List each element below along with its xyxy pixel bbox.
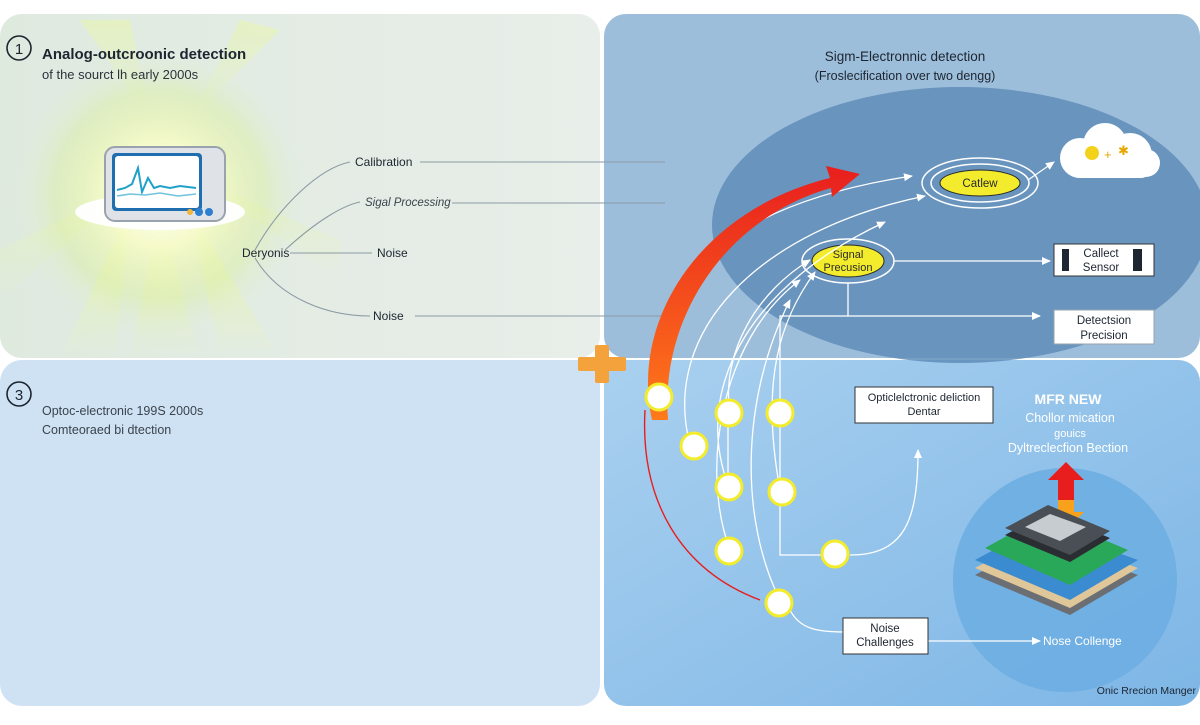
- step-number-circle-3: [6, 381, 32, 407]
- branch-noise-2: Noise: [373, 309, 404, 323]
- top-left-title: Analog-outcroonic detection: [42, 46, 246, 63]
- cloud-icon: + ✱: [1060, 123, 1160, 178]
- yellow-nodes: [644, 382, 850, 618]
- chip-icon: [975, 505, 1138, 615]
- catlew-node: [921, 157, 1039, 209]
- catlew-label: Catlew: [962, 178, 998, 190]
- monitor-icon: [104, 146, 226, 222]
- signal-label-line1: Signal: [833, 249, 864, 261]
- red-thin-curve: [643, 409, 761, 601]
- bottom-right-connectors: [724, 414, 1041, 645]
- top-right-subtitle: (Froslecification over two dengg): [815, 69, 996, 83]
- sensor-left-bar: [1062, 249, 1069, 271]
- branch-lines: [254, 161, 665, 317]
- signal-node: [801, 238, 895, 284]
- new-line3: Dyltreclecfion Bection: [1008, 441, 1128, 455]
- noise-label-line1: Noise: [870, 623, 899, 635]
- sensor-label-line2: Sensor: [1083, 262, 1120, 274]
- hub-label: Deryonis: [242, 246, 289, 260]
- signal-label-line2: Precusion: [824, 262, 873, 274]
- noise-box: [842, 617, 929, 655]
- branch-calibration: Calibration: [355, 155, 412, 169]
- bottom-right-footer: Onic Rrecion Manger: [1097, 685, 1197, 697]
- detection-label-line1: Detectsion: [1077, 315, 1131, 327]
- svg-text:+: +: [1104, 147, 1112, 162]
- bottom-left-line2: Comteoraed bi dtection: [42, 423, 171, 437]
- bottom-left-line1: Optoc-electronic 199S 2000s: [42, 404, 203, 418]
- panel-bottom-left: [0, 360, 600, 706]
- step-number-1: 1: [15, 41, 23, 58]
- step-number-3: 3: [15, 387, 23, 404]
- opto-label-line1: Opticlelctronic deliction: [868, 392, 981, 404]
- top-right-title: Sigm-Electronnic detection: [825, 49, 986, 64]
- noise-label-line2: Challenges: [856, 637, 914, 649]
- new-line2: gouics: [1054, 428, 1086, 440]
- detection-box: [1053, 309, 1155, 345]
- plus-icon: [578, 345, 626, 383]
- detection-label-line2: Precision: [1080, 330, 1127, 342]
- svg-text:✱: ✱: [1118, 143, 1129, 158]
- new-title: MFR NEW: [1035, 391, 1103, 407]
- sensor-label-line1: Callect: [1083, 248, 1119, 260]
- branch-signal-processing: Sigal Processing: [365, 197, 451, 209]
- top-right-connectors: [779, 161, 1055, 410]
- top-left-subtitle: of the sourct lh early 2000s: [42, 67, 199, 82]
- sensor-right-bar: [1133, 249, 1142, 271]
- opto-box: [854, 386, 994, 424]
- noise-collenge-label: Nose Collenge: [1043, 634, 1122, 648]
- branch-noise-1: Noise: [377, 246, 408, 260]
- new-line1: Chollor mication: [1025, 411, 1115, 425]
- red-arrow: [647, 166, 860, 420]
- opto-label-line2: Dentar: [907, 406, 940, 418]
- step-number-circle-1: [6, 35, 32, 61]
